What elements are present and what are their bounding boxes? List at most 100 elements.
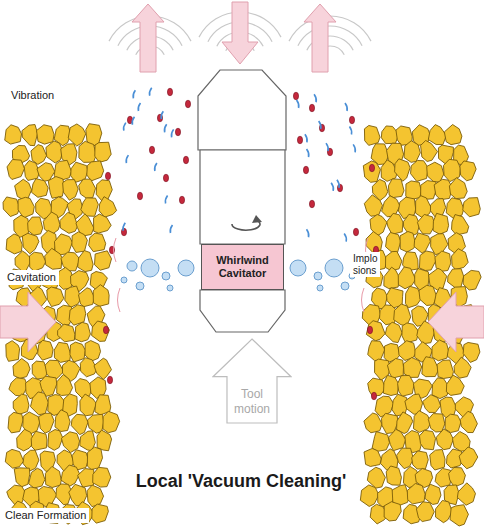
rock-grain (47, 287, 64, 307)
rock-grain (366, 232, 382, 253)
rock-grain (31, 145, 47, 165)
water-dash (171, 129, 173, 137)
debris-particle (183, 156, 188, 164)
rock-grain (8, 412, 23, 433)
tool-motion-arrow: Tool motion (212, 338, 292, 424)
rock-grain (397, 448, 414, 469)
rock-grain (368, 378, 386, 396)
rock-grain (411, 160, 429, 181)
rock-grain (428, 414, 445, 432)
rock-grain (94, 251, 111, 270)
rock-grain (32, 179, 49, 198)
rock-grain (78, 251, 94, 272)
rock-grain (78, 288, 94, 307)
rock-grain (457, 483, 475, 505)
pressure-wave (114, 238, 117, 262)
rock-grain (400, 231, 416, 252)
rock-grain (437, 360, 453, 379)
rock-grain (87, 161, 104, 181)
water-dash (170, 225, 172, 233)
debris-particle (297, 136, 302, 144)
water-dash (164, 124, 166, 132)
rock-grain (5, 125, 22, 144)
rock-grain (364, 195, 382, 216)
rock-grain (446, 375, 464, 395)
rock-grain (389, 429, 406, 450)
rock-grain (412, 451, 429, 469)
rock-grain (45, 248, 62, 269)
effect-label: Vibration (8, 88, 57, 103)
tool-nose (200, 290, 285, 332)
rock-grain (384, 502, 401, 521)
rock-grain (398, 375, 415, 396)
rock-grain (448, 269, 464, 289)
rock-grain (30, 392, 48, 415)
rock-grain (79, 179, 96, 198)
rock-grain (364, 413, 382, 433)
water-dash (305, 134, 307, 142)
rock-grain (6, 341, 20, 362)
rock-grain (460, 161, 476, 181)
rock-grain (30, 252, 46, 271)
bubble (317, 285, 323, 291)
effect-label: Clean Formation (2, 508, 89, 523)
rock-grain (417, 214, 434, 233)
rock-grain (7, 159, 24, 179)
water-dash (314, 94, 316, 102)
rock-grain (463, 342, 480, 362)
rock-grain (60, 212, 78, 233)
rock-grain (382, 196, 400, 217)
tool-body (198, 70, 286, 332)
water-dash (345, 103, 347, 111)
rock-grain (385, 322, 402, 342)
rock-grain (419, 430, 435, 449)
bubble (127, 261, 137, 271)
water-dash (132, 117, 134, 125)
bubble (178, 260, 194, 276)
rock-grain (395, 159, 410, 181)
cavitator-box: Whirlwind Cavitator (201, 244, 284, 290)
debris-particle (371, 392, 376, 400)
rock-grain (46, 141, 63, 163)
rock-grain (94, 214, 112, 233)
rock-grain (63, 180, 79, 201)
debris-particle (107, 376, 112, 384)
rock-grain (372, 432, 389, 452)
rock-grain (72, 232, 87, 253)
rock-grain (5, 449, 23, 468)
rock-grain (432, 340, 449, 361)
rock-grain (54, 342, 70, 362)
bubble (121, 277, 127, 283)
water-dash (337, 180, 339, 188)
water-dash (319, 121, 321, 129)
rock-grain (384, 267, 400, 288)
rock-grain (385, 251, 401, 270)
bubble (136, 282, 144, 290)
water-dash (155, 163, 157, 171)
rock-grain (402, 323, 419, 343)
cavitation-arrow (0, 292, 56, 352)
water-dash (126, 155, 128, 163)
rock-grain (43, 212, 60, 235)
rock-grain (93, 467, 111, 487)
rock-grain (14, 468, 30, 487)
rock-grain (394, 304, 411, 326)
rock-grain (430, 450, 445, 471)
rock-grain (70, 342, 85, 362)
water-dash (297, 100, 299, 108)
rock-grain (397, 412, 413, 434)
rock-grain (387, 358, 403, 378)
rock-grain (6, 234, 22, 254)
rock-grain (87, 485, 103, 507)
rock-grain (375, 396, 393, 417)
rock-grain (31, 431, 47, 450)
rock-grain (45, 466, 61, 487)
water-dash (124, 123, 126, 131)
water-dash (331, 183, 333, 191)
rock-grain (28, 217, 43, 235)
water-dash (353, 144, 355, 152)
rock-grain (414, 233, 430, 253)
rock-grain (48, 177, 64, 199)
rock-grain (398, 267, 415, 289)
